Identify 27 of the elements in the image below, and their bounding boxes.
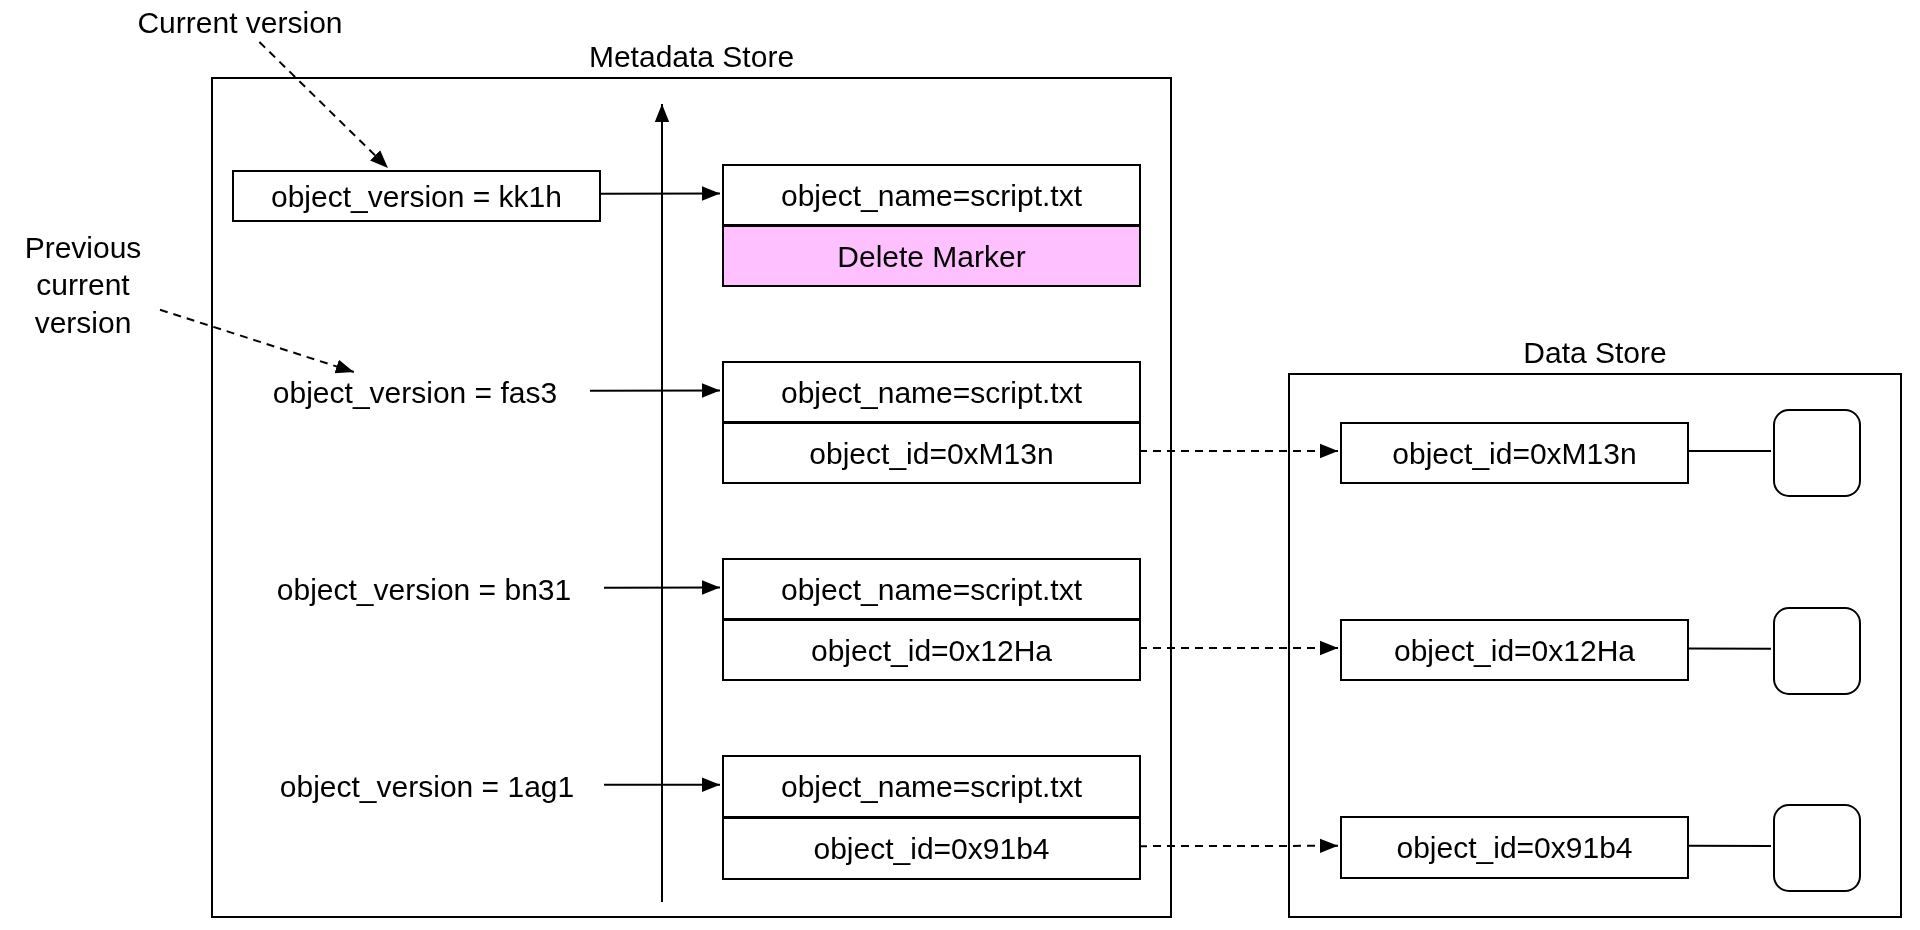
record-cell: object_name=script.txt	[722, 361, 1141, 423]
label-box: object_version = kk1h	[232, 170, 601, 222]
annotation-text: object_version = 1ag1	[248, 768, 606, 806]
record-cell: object_name=script.txt	[722, 755, 1141, 818]
store-title: Metadata Store	[588, 39, 795, 75]
label-box: object_id=0x91b4	[1340, 816, 1689, 879]
label-box: object_id=0x12Ha	[1340, 619, 1689, 681]
record-cell: object_name=script.txt	[722, 558, 1141, 620]
record-cell: object_id=0xM13n	[722, 422, 1141, 484]
arrow	[258, 41, 389, 169]
rounded-square	[1773, 409, 1861, 497]
annotation-text: object_version = fas3	[238, 374, 592, 412]
label-box: object_id=0xM13n	[1340, 422, 1689, 484]
delete-marker-cell: Delete Marker	[722, 225, 1141, 287]
record-cell: object_id=0x12Ha	[722, 619, 1141, 681]
annotation-text: Previous current version	[6, 225, 160, 345]
annotation-text: Current version	[110, 4, 370, 42]
arrow	[603, 777, 721, 792]
record-cell: object_name=script.txt	[722, 164, 1141, 226]
arrow	[589, 383, 721, 398]
arrow	[603, 580, 721, 595]
rounded-square	[1773, 804, 1861, 892]
record-cell: object_id=0x91b4	[722, 817, 1141, 880]
rounded-square	[1773, 607, 1861, 695]
annotation-text: object_version = bn31	[242, 571, 606, 609]
store-title: Data Store	[1523, 335, 1667, 371]
arrow	[159, 308, 355, 374]
